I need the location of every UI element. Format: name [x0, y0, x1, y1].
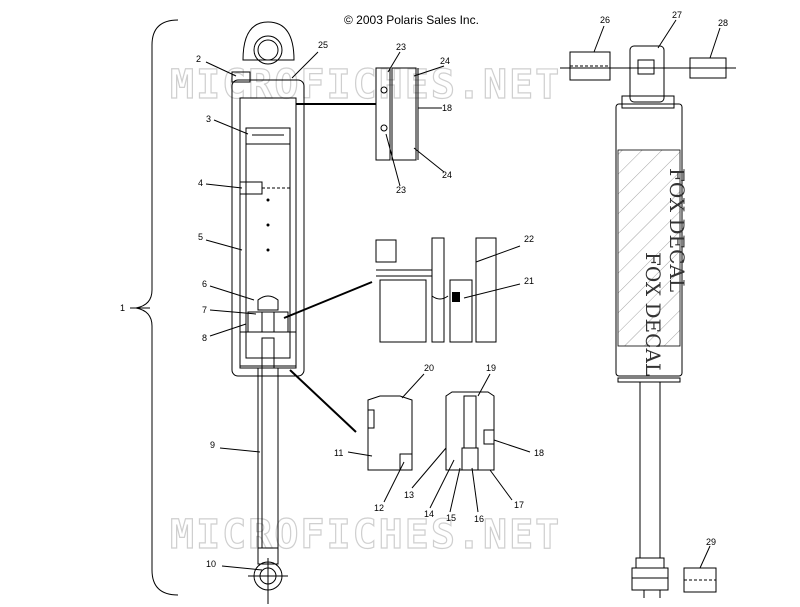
callout-21: 21	[524, 276, 534, 286]
detail-top-seal	[375, 67, 419, 161]
shock-exterior: FOX DECAL FOX DECAL	[560, 45, 736, 598]
callout-6: 6	[202, 279, 207, 289]
callout-26: 26	[600, 15, 610, 25]
callout-20: 20	[424, 363, 434, 373]
bushing-26	[569, 51, 611, 81]
detail-mid-valve	[375, 237, 497, 343]
detail-piston-a	[367, 395, 413, 471]
callout-2: 2	[196, 54, 201, 64]
callout-5: 5	[198, 232, 203, 242]
callout-22: 22	[524, 234, 534, 244]
callout-17: 17	[514, 500, 524, 510]
callout-12: 12	[374, 503, 384, 513]
callout-19: 19	[486, 363, 496, 373]
callout-23-top: 23	[396, 42, 406, 52]
bushing-28	[689, 57, 727, 79]
watermark-top: MICROFICHES.NET	[170, 62, 561, 108]
callout-29: 29	[706, 537, 716, 547]
watermark-bottom: MICROFICHES.NET	[170, 512, 561, 558]
bushing-29	[683, 567, 717, 593]
copyright-notice: © 2003 Polaris Sales Inc.	[344, 13, 479, 27]
detail-piston-b	[445, 391, 495, 471]
callout-15: 15	[446, 513, 456, 523]
callout-14: 14	[424, 509, 434, 519]
callout-18-top: 18	[442, 103, 452, 113]
callout-4: 4	[198, 178, 203, 188]
callout-7: 7	[202, 305, 207, 315]
callout-28: 28	[718, 18, 728, 28]
callout-25: 25	[318, 40, 328, 50]
callout-18-bottom: 18	[534, 448, 544, 458]
callout-9: 9	[210, 440, 215, 450]
callout-11: 11	[334, 448, 343, 458]
callout-27: 27	[672, 10, 682, 20]
callout-23-bottom: 23	[396, 185, 406, 195]
callout-numbers: 1 2 3 4 5 6 7 8 9 10 11 12 13 14 15 16 1…	[120, 10, 728, 569]
callout-13: 13	[404, 490, 414, 500]
callout-10: 10	[206, 559, 216, 569]
callout-1: 1	[120, 303, 125, 313]
callout-leaders	[130, 19, 721, 571]
decal-label-1: FOX DECAL	[665, 168, 689, 292]
callout-8: 8	[202, 333, 207, 343]
callout-24-top: 24	[440, 56, 450, 66]
callout-3: 3	[206, 114, 211, 124]
callout-24-bottom: 24	[442, 170, 452, 180]
decal-label-2: FOX DECAL	[641, 252, 665, 376]
callout-16: 16	[474, 514, 484, 524]
